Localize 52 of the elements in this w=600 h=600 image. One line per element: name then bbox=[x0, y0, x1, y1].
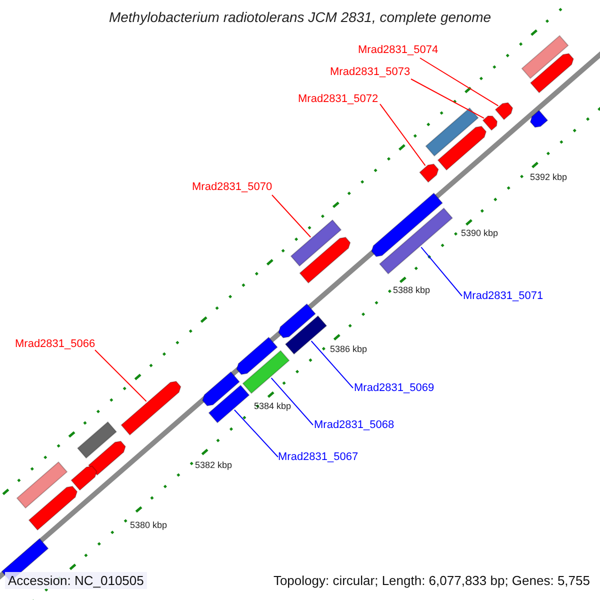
leader-line bbox=[234, 409, 278, 458]
leader-line bbox=[310, 340, 354, 388]
gene-block bbox=[284, 315, 328, 355]
gene-block bbox=[371, 192, 444, 258]
gene-block bbox=[494, 102, 514, 120]
gene-block bbox=[425, 107, 479, 157]
leader-line bbox=[420, 58, 499, 106]
gene-label: Mrad2831_5071 bbox=[463, 290, 544, 302]
leader-line bbox=[410, 78, 484, 119]
title: Methylobacterium radiotolerans JCM 2831, complete genome bbox=[108, 9, 492, 25]
gene-label: Mrad2831_5066 bbox=[15, 338, 96, 350]
gene-block bbox=[299, 236, 351, 284]
gene-label: Mrad2831_5067 bbox=[278, 451, 358, 463]
gene-block bbox=[521, 34, 569, 80]
gene-block bbox=[482, 116, 498, 131]
leader-line bbox=[380, 104, 426, 166]
gene-block bbox=[16, 461, 68, 509]
leader-line bbox=[420, 246, 462, 296]
gene-block bbox=[236, 336, 278, 375]
gene-block bbox=[120, 380, 182, 436]
scale-label: 5392 kbp bbox=[530, 172, 568, 182]
gene-block bbox=[28, 486, 78, 531]
gene-block bbox=[419, 164, 439, 183]
leader-line bbox=[272, 194, 312, 238]
gene-block bbox=[76, 421, 118, 459]
gene-label: Mrad2831_5072 bbox=[298, 93, 378, 105]
gene-block bbox=[530, 110, 548, 128]
gene-block bbox=[70, 466, 98, 491]
leader-line bbox=[94, 350, 147, 402]
gene-block bbox=[378, 208, 454, 274]
scale-label: 5388 kbp bbox=[393, 285, 430, 295]
scale-label: 5382 kbp bbox=[195, 460, 232, 470]
leader-line bbox=[270, 377, 314, 426]
gene-label: Mrad2831_5070 bbox=[192, 181, 272, 193]
gene-block bbox=[202, 371, 240, 406]
gene-block bbox=[88, 440, 126, 476]
scale-label: 5380 kbp bbox=[130, 520, 168, 530]
gene-label: Mrad2831_5073 bbox=[330, 66, 410, 78]
gene-label: Mrad2831_5068 bbox=[314, 419, 394, 431]
gene-block bbox=[530, 53, 574, 94]
gene-block bbox=[278, 303, 316, 338]
gene-block bbox=[290, 219, 342, 267]
gene-label: Mrad2831_5069 bbox=[354, 382, 434, 394]
accession-text: Accession: NC_010505 bbox=[5, 572, 147, 589]
gene-block bbox=[242, 350, 290, 394]
scale-label: 5386 kbp bbox=[330, 344, 368, 354]
scale-label: 5384 kbp bbox=[254, 401, 292, 411]
gene-block bbox=[208, 384, 250, 424]
gene-block bbox=[437, 126, 487, 171]
gene-label: Mrad2831_5074 bbox=[358, 44, 438, 56]
genome-info-text: Topology: circular; Length: 6,077,833 bp; Genes: 5,755 bbox=[273, 573, 590, 588]
scale-label: 5390 kbp bbox=[461, 228, 498, 238]
